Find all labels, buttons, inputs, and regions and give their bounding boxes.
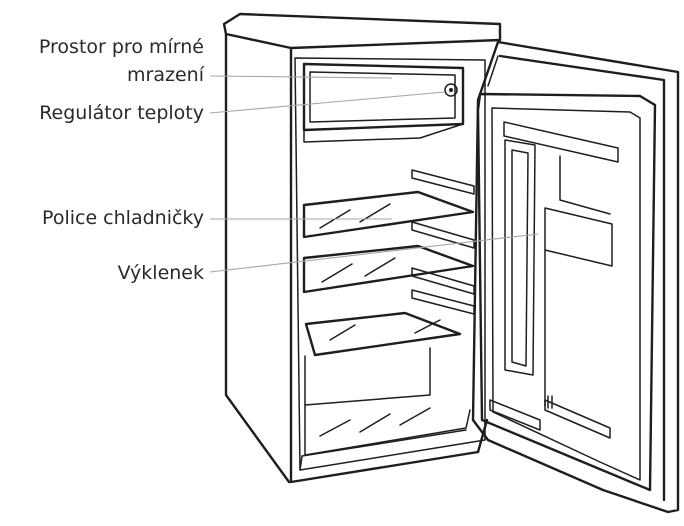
bottom-compartment [304, 404, 471, 456]
cabinet-top [222, 12, 502, 50]
cabinet-side [224, 32, 291, 484]
shelf-2-glint [321, 263, 353, 283]
shelf-2-glint [364, 257, 396, 277]
cabinet-inner-opening [294, 57, 486, 471]
door-outer [471, 40, 680, 514]
label-shelves: Police chladničky [42, 207, 204, 229]
cabinet-front-frame [289, 46, 480, 484]
shelf-2 [302, 244, 475, 294]
bottom-glint [359, 413, 391, 433]
door-hinge-top [487, 55, 499, 87]
rail-4 [411, 289, 475, 315]
rail-3 [411, 267, 475, 295]
thermostat-knob-center [449, 88, 453, 92]
leader-recess [209, 233, 539, 273]
freezer-compartment [302, 62, 465, 143]
freezer-door-edge [303, 123, 464, 143]
fridge-door [471, 40, 680, 514]
bottom-glint [399, 407, 431, 426]
door-top-shelf [503, 121, 619, 163]
leader-lines [209, 75, 539, 273]
door-middle-shelf [544, 207, 613, 267]
rail-1 [411, 169, 475, 195]
label-recess: Výklenek [117, 262, 204, 284]
leader-freezer [209, 75, 393, 79]
leader-thermostat [209, 91, 446, 114]
crisper-lid-glint [414, 319, 441, 334]
door-bottle-rack-inner [511, 149, 529, 367]
shelf-1 [302, 190, 475, 239]
shelves [302, 190, 475, 456]
label-freezer-compartment-line1: Prostor pro mírné [38, 36, 204, 58]
crisper-lid [304, 311, 462, 357]
freezer-inner [309, 71, 456, 123]
door-gasket [476, 92, 657, 492]
door-upper-frame [559, 155, 611, 215]
door-inner-panel [491, 107, 641, 481]
label-thermostat: Regulátor teploty [39, 102, 204, 124]
door-clip [547, 395, 553, 409]
crisper-drawer [304, 347, 431, 406]
door-bottom-shelf [544, 399, 611, 439]
door-bottom-shelf [489, 399, 541, 431]
cabinet-bottom-lip [299, 429, 467, 471]
door-bottle-rack [504, 139, 536, 376]
bottom-glint [319, 419, 351, 437]
rail-2 [411, 221, 475, 249]
label-freezer-compartment-line2: mrazení [127, 64, 204, 86]
fridge-cabinet [222, 12, 502, 484]
door-edge [498, 54, 666, 502]
crisper-lid-glint [329, 324, 356, 341]
thermostat-knob [444, 83, 458, 97]
